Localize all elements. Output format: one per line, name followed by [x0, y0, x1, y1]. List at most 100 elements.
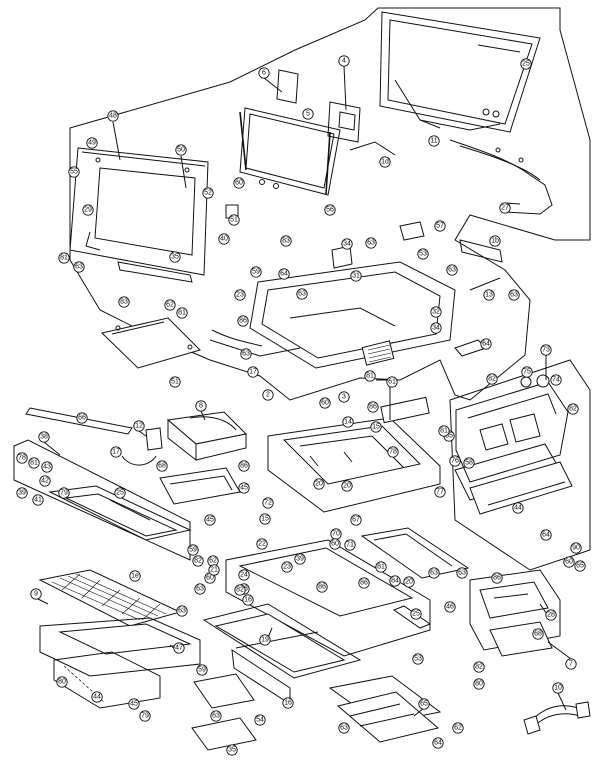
callout-circle	[192, 555, 204, 567]
part-callout-45: 45	[204, 514, 216, 526]
callout-circle	[278, 268, 290, 280]
part-callout-17: 17	[247, 366, 259, 378]
callout-label: 38	[40, 434, 48, 441]
part-callout-25: 25	[410, 608, 422, 620]
callout-circle	[16, 487, 28, 499]
callout-circle	[463, 457, 475, 469]
part-callout-76: 76	[449, 455, 461, 467]
callout-circle	[387, 446, 399, 458]
callout-circle	[386, 376, 398, 388]
callout-circle	[38, 431, 50, 443]
callout-circle	[294, 553, 306, 565]
part-callout-66: 66	[76, 412, 88, 424]
callout-circle	[262, 497, 274, 509]
keyboard	[38, 569, 182, 627]
callout-circle	[238, 460, 250, 472]
callout-label: 45	[130, 701, 138, 708]
part-callout-70: 70	[330, 528, 342, 540]
callout-label: 67	[352, 517, 360, 524]
callout-circle	[82, 204, 94, 216]
callout-circle	[570, 542, 582, 554]
callout-circle	[296, 288, 308, 300]
part-callout-45: 45	[128, 698, 140, 710]
callout-label: 45	[206, 517, 214, 524]
part-callout-19: 19	[259, 634, 271, 646]
part-callout-57: 57	[434, 220, 446, 232]
callout-label: 75	[523, 369, 531, 376]
speaker-assembly	[449, 359, 591, 571]
part-callout-63: 63	[338, 722, 350, 734]
callout-label: 46	[446, 604, 454, 611]
callout-circle	[428, 135, 440, 147]
part-callout-82: 82	[567, 403, 579, 415]
callout-label: 20	[405, 579, 413, 586]
callout-circle	[565, 658, 577, 670]
callout-label: 39	[296, 556, 304, 563]
callout-circle	[240, 348, 252, 360]
callout-circle	[175, 144, 187, 156]
callout-circle	[403, 576, 415, 588]
callout-label: 56	[326, 207, 334, 214]
callout-label: 71	[346, 542, 354, 549]
callout-label: 63	[178, 608, 186, 615]
part-callout-38: 38	[38, 431, 50, 443]
callout-circle	[196, 664, 208, 676]
callout-label: 81	[440, 428, 448, 435]
part-callout-64: 64	[432, 737, 444, 749]
callout-circle	[552, 682, 564, 694]
part-callout-34: 34	[430, 322, 442, 334]
callout-label: 24	[240, 572, 248, 579]
callout-circle	[434, 220, 446, 232]
callout-label: 3	[342, 394, 346, 401]
callout-circle	[489, 235, 501, 247]
callout-circle	[118, 296, 130, 308]
rear-lcd-cover	[379, 11, 541, 133]
part-callout-63: 63	[428, 567, 440, 579]
callout-label: 70	[332, 531, 340, 538]
callout-circle	[210, 710, 222, 722]
callout-circle	[187, 544, 199, 556]
power-cord	[523, 701, 591, 735]
part-callout-86: 86	[237, 315, 249, 327]
callout-circle	[491, 572, 503, 584]
callout-label: 55	[70, 169, 78, 176]
part-callout-61: 61	[386, 376, 398, 388]
callout-circle	[473, 661, 485, 673]
callout-label: 83	[120, 299, 128, 306]
callout-circle	[473, 678, 485, 690]
callout-label: 48	[109, 113, 117, 120]
part-callout-82: 82	[486, 373, 498, 385]
part-callout-65: 65	[574, 560, 586, 572]
callout-label: 63	[430, 570, 438, 577]
callout-circle	[238, 569, 250, 581]
part-callout-47: 47	[173, 642, 185, 654]
callout-label: 20	[343, 483, 351, 490]
part-callout-60: 60	[233, 177, 245, 189]
part-callout-40: 40	[218, 233, 230, 245]
callout-label: 78	[18, 455, 26, 462]
callout-label: 25	[522, 61, 530, 68]
callout-label: 62	[454, 725, 462, 732]
part-callout-17: 17	[110, 446, 122, 458]
callout-circle	[574, 560, 586, 572]
callout-label: 73	[542, 347, 550, 354]
callout-circle	[338, 55, 350, 67]
upper-group-outline	[69, 7, 591, 401]
part-callout-71: 71	[344, 539, 356, 551]
part-callout-2: 2	[262, 389, 274, 401]
callout-circle	[341, 480, 353, 492]
callout-label: 59	[252, 269, 260, 276]
callout-circle	[365, 237, 377, 249]
callout-label: 44	[514, 505, 522, 512]
part-callout-80: 80	[56, 676, 68, 688]
callout-circle	[428, 567, 440, 579]
callout-label: 63	[448, 267, 456, 274]
callout-circle	[169, 251, 181, 263]
callout-label: 40	[220, 236, 228, 243]
part-callout-72: 72	[262, 497, 274, 509]
callout-label: 10	[554, 685, 562, 692]
part-callout-16: 16	[242, 594, 254, 606]
callout-circle	[338, 722, 350, 734]
callout-label: 60	[206, 575, 214, 582]
callout-label: 79	[141, 713, 149, 720]
